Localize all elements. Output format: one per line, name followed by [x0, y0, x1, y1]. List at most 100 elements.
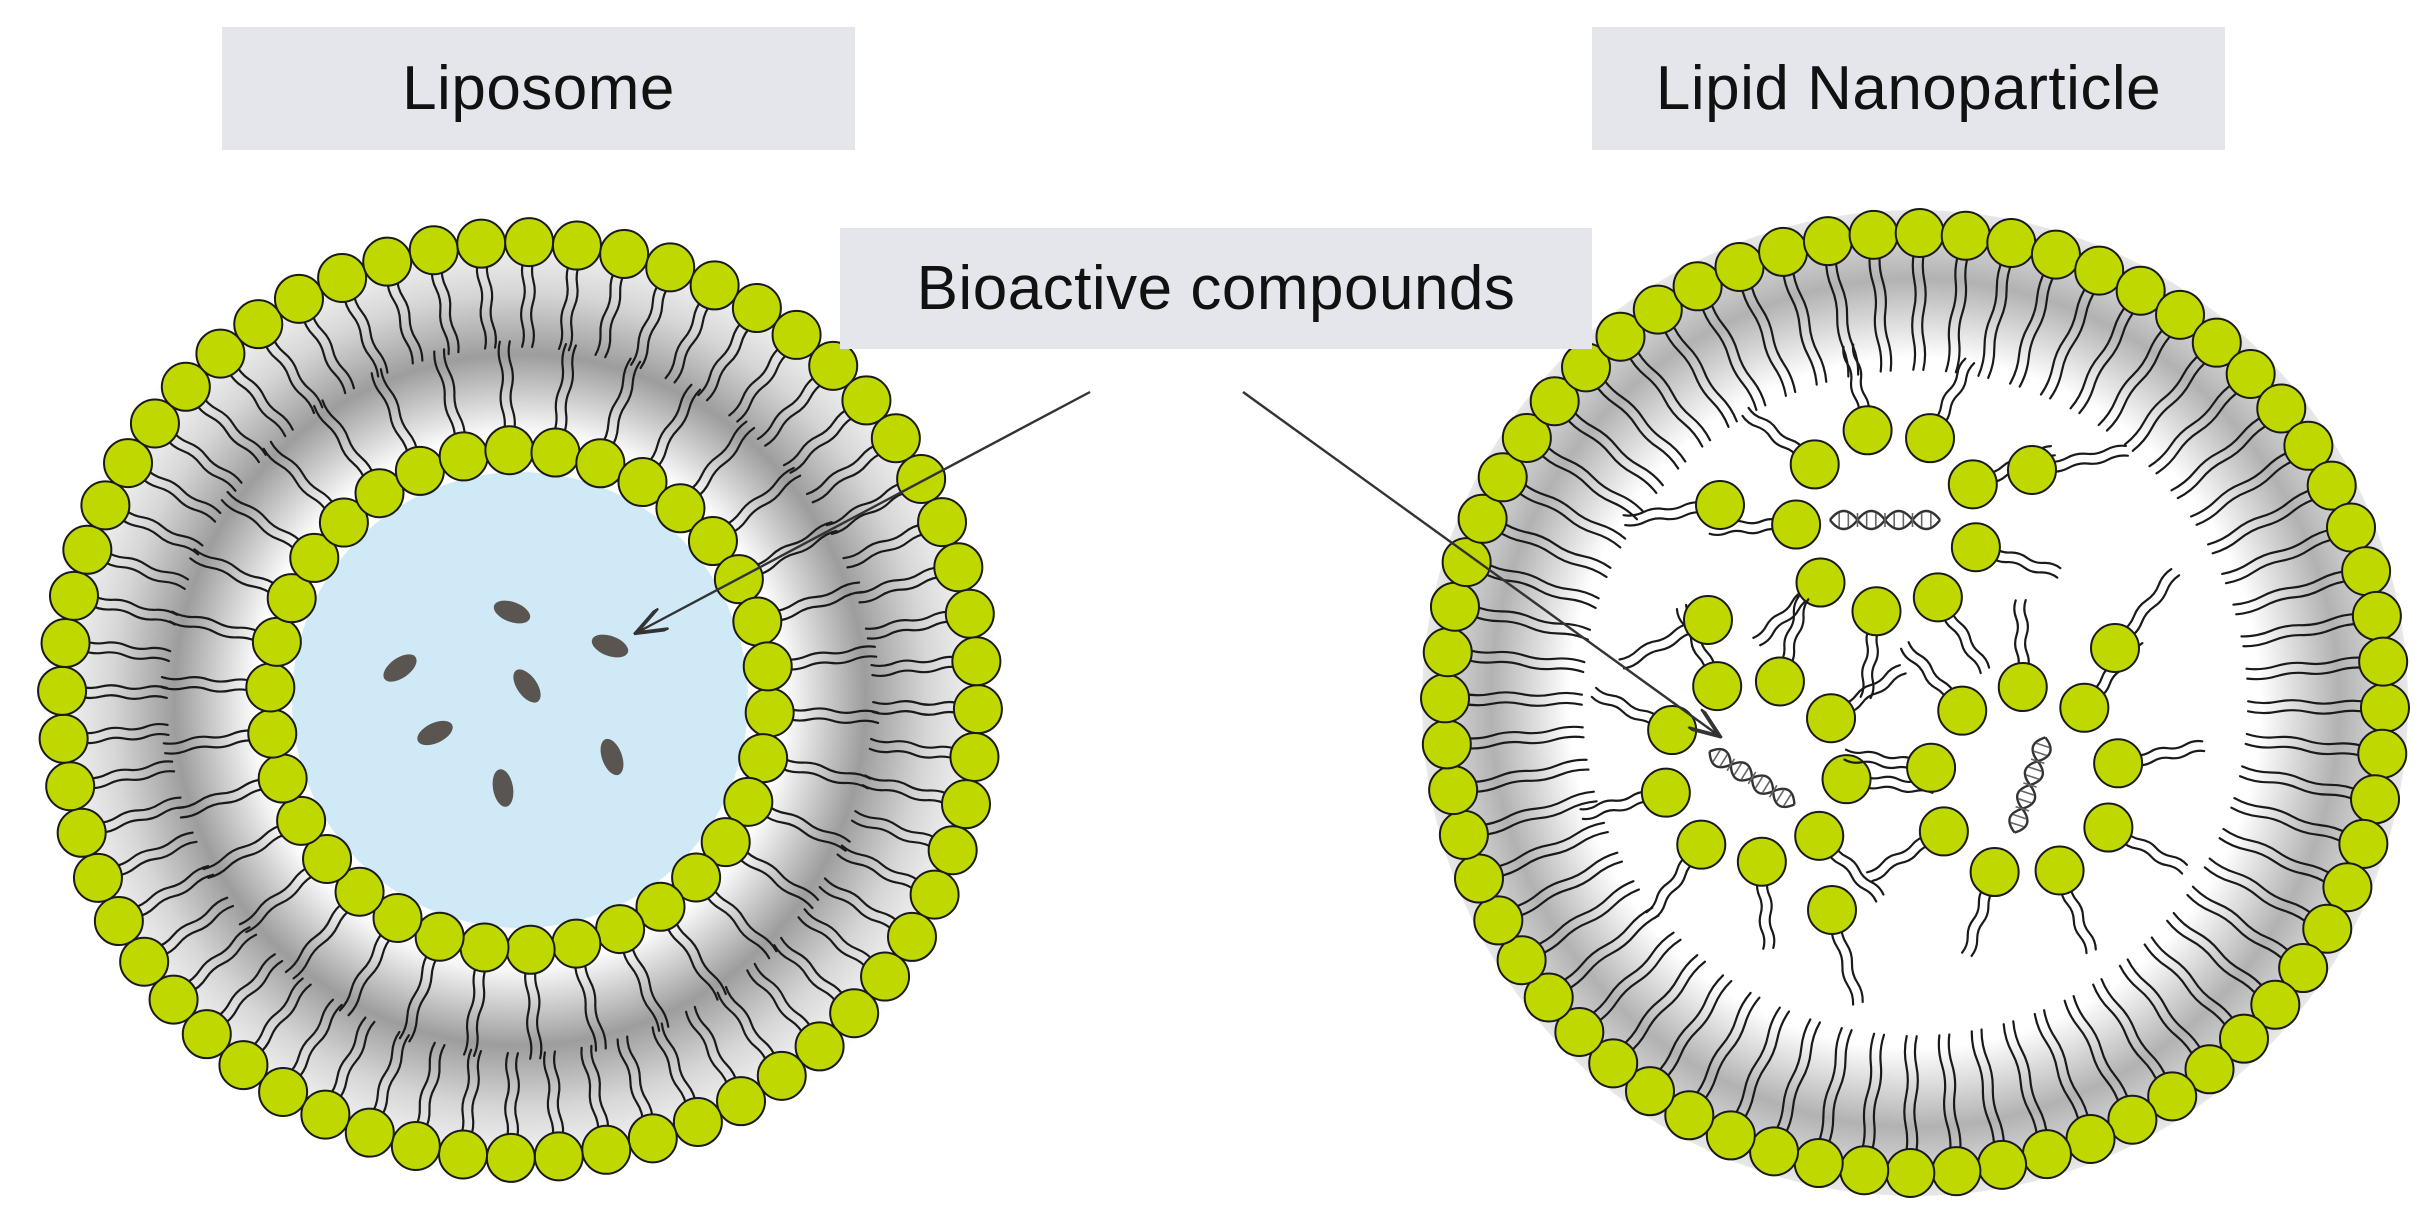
liposome-outer-lipid-tail [868, 747, 959, 761]
lnp-outer-lipid-tail [2009, 268, 2048, 385]
liposome-outer-lipid-tail [567, 261, 581, 352]
lnp-outer-lipid-tail [1477, 790, 1595, 827]
liposome-outer-lipid-tail [310, 310, 355, 390]
liposome-inner-lipid-tail [408, 953, 441, 1043]
liposome-inner-lipid-tail [321, 399, 376, 478]
lnp-outer-lipid-tail [2018, 271, 2057, 388]
liposome-outer-lipid-head [62, 524, 113, 575]
lnp-micelle-right-lipid-tail [2134, 749, 2206, 767]
liposome-inner-lipid-tail [238, 864, 312, 926]
liposome-outer-lipid-head [860, 951, 911, 1002]
liposome-inner-lipid-tail [621, 945, 661, 1032]
liposome-outer-lipid-tail [830, 490, 910, 535]
liposome-outer-lipid-head [390, 1120, 441, 1171]
lnp-outer-lipid-tail [1816, 1027, 1843, 1147]
arrow-to-liposome-cargo [638, 390, 1091, 632]
liposome-inner-lipid-tail [664, 922, 719, 1001]
liposome-outer-lipid-tail [753, 962, 814, 1032]
lnp-micelle-right-lipid-tail [1866, 834, 1928, 874]
lnp-outer-lipid-head [1749, 1126, 1800, 1177]
lnp-free-lipid-head [2090, 623, 2140, 673]
drug-molecule-icon [600, 738, 624, 776]
liposome-outer-lipid-tail [78, 722, 169, 735]
lnp-outer-lipid-tail [2100, 978, 2169, 1081]
lnp-micelle-top-lipid-head [1789, 439, 1840, 490]
liposome-outer-lipid-head [808, 340, 859, 391]
lnp-micelle-right-lipid-tail [1871, 843, 1934, 882]
liposome-outer-lipid-tail [693, 1005, 739, 1086]
liposome-outer-lipid-head [533, 1131, 584, 1182]
liposome-outer-lipid-tail [520, 257, 526, 348]
lnp-outer-lipid-tail [1791, 265, 1828, 383]
liposome-outer-lipid-tail [594, 268, 617, 356]
liposome-outer-lipid-tail [590, 1044, 610, 1134]
lnp-outer-lipid-tail [1537, 888, 1640, 957]
liposome-outer-lipid-tail [200, 393, 267, 456]
liposome-inner-lipid-head [551, 918, 602, 969]
liposome-outer-lipid-tail [80, 649, 170, 663]
lnp-outer-lipid-tail [2148, 381, 2237, 468]
liposome-inner-lipid-head [700, 817, 751, 868]
lnp-outer-lipid-tail [1911, 248, 1917, 371]
lnp-outer-lipid-tail [2235, 579, 2353, 616]
liposome-outer-lipid-tail [469, 1050, 483, 1140]
lnp-outer-lipid-tail [1868, 250, 1883, 373]
lnp-micelle-right-lipid-tail [1844, 748, 1917, 762]
lnp-outer-lipid-tail [2186, 893, 2288, 964]
liposome-outer-lipid-tail [188, 933, 258, 994]
liposome-outer-lipid-tail [90, 593, 179, 616]
lnp-outer-lipid-tail [2207, 487, 2316, 546]
liposome-outer-lipid-head [456, 218, 507, 269]
lnp-outer-lipid-head [1672, 261, 1723, 312]
liposome-outer-lipid-tail [728, 344, 784, 417]
lnp-outer-lipid-tail [1600, 374, 1687, 463]
lnp-micelle-right-lipid-head [1937, 685, 1988, 736]
liposome-outer-lipid-tail [413, 1041, 436, 1130]
lnp-outer-lipid-tail [1514, 488, 1622, 549]
liposome-inner-lipid-head [671, 852, 722, 903]
liposome-outer-lipid-tail [864, 774, 952, 797]
liposome-inner-lipid-tail [171, 610, 263, 635]
liposome-outer-lipid-tail [811, 450, 886, 504]
liposome-outer-lipid-tail [117, 515, 200, 556]
lnp-outer-lipid-tail [1626, 960, 1706, 1055]
lnp-outer-lipid-tail [1462, 735, 1585, 750]
lnp-micelle-left-lipid-head [1794, 810, 1845, 861]
liposome-outer-lipid-tail [789, 414, 859, 474]
lnp-micelle-left-lipid-tail [1675, 608, 1707, 674]
liposome-inner-lipid-tail [785, 717, 880, 724]
lnp-outer-lipid-tail [2239, 775, 2359, 802]
liposome-outer-lipid-tail [855, 566, 942, 594]
lnp-micelle-top-lipid-head [1842, 405, 1893, 456]
liposome-outer-lipid-tail [805, 442, 881, 496]
liposome-outer-lipid-tail [705, 323, 754, 402]
lnp-outer-lipid-tail [2233, 797, 2350, 836]
lnp-outer-lipid-head [1554, 1007, 1605, 1058]
liposome-outer-lipid-head [951, 636, 1002, 687]
lnp-outer-lipid-tail [1947, 1033, 1962, 1156]
liposome-inner-lipid-tail [754, 529, 838, 577]
lnp-outer-lipid-tail [2124, 351, 2204, 446]
liposome-outer-lipid-tail [234, 361, 294, 431]
liposome-inner-lipid-head [732, 596, 783, 647]
liposome-outer-lipid-tail [660, 1022, 698, 1106]
lnp-outer-lipid-tail [2247, 699, 2370, 705]
lnp-outer-lipid-tail [2224, 537, 2339, 585]
lnp-lipid-tails [1460, 248, 2370, 1158]
lnp-outer-lipid-tail [1495, 528, 1608, 579]
lnp-outer-lipid-head [1438, 809, 1489, 860]
lnp-outer-lipid-tail [1619, 954, 1699, 1049]
lnp-micelle-right-lipid-tail [2059, 886, 2088, 955]
liposome-inner-lipid-tail [164, 739, 258, 755]
lnp-outer-lipid-tail [1498, 519, 1612, 569]
lnp-outer-lipid-tail [2208, 857, 2316, 918]
liposome-inner-lipid-head [334, 866, 385, 917]
lnp-outer-lipid-tail [1782, 1021, 1821, 1138]
liposome-outer-lipid-head [103, 438, 154, 489]
lnp-micelle-left-lipid-tail [1653, 860, 1697, 920]
lnp-micelle-left-lipid-head [1736, 836, 1787, 887]
lnp-micelle-top-lipid-head [1905, 413, 1956, 464]
drug-molecule-icon [513, 669, 541, 703]
lipid-nanoparticle-illustration [1420, 208, 2410, 1198]
